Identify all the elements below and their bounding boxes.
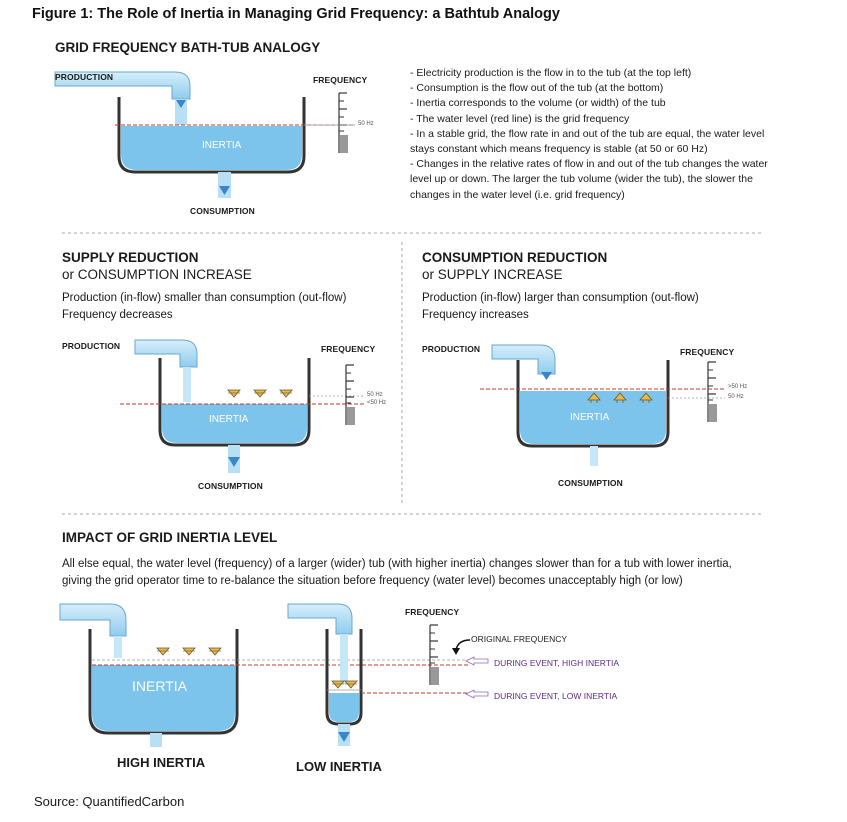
bullet-item: - Electricity production is the flow in … bbox=[410, 67, 692, 79]
high-inertia-label: HIGH INERTIA bbox=[117, 755, 206, 770]
impact-paragraph: All else equal, the water level (frequen… bbox=[62, 558, 732, 587]
hz-50-label: 50 Hz bbox=[728, 394, 744, 400]
low-inertia-diagram bbox=[287, 603, 470, 746]
frequency-label: FREQUENCY bbox=[680, 347, 735, 357]
frequency-label: FREQUENCY bbox=[321, 344, 376, 354]
hz-above-50-label: >50 Hz bbox=[728, 384, 748, 390]
section-title-consumption-reduction: CONSUMPTION REDUCTION bbox=[422, 250, 608, 265]
hz-50-label: 50 Hz bbox=[367, 392, 383, 398]
production-label: PRODUCTION bbox=[422, 344, 481, 354]
main-tub-diagram bbox=[54, 71, 355, 198]
consumption-reduction-effect: Frequency increases bbox=[422, 309, 529, 321]
supply-reduction-desc: Production (in-flow) smaller than consum… bbox=[62, 292, 347, 304]
consumption-label: CONSUMPTION bbox=[558, 478, 623, 488]
during-event-high-inertia-label: DURING EVENT, HIGH INERTIA bbox=[494, 658, 619, 668]
high-inertia-diagram bbox=[59, 603, 470, 747]
bullet-item: - In a stable grid, the flow rate in and… bbox=[410, 127, 765, 156]
bullet-item: - Consumption is the flow out of the tub… bbox=[410, 82, 664, 95]
production-label: PRODUCTION bbox=[62, 341, 121, 351]
inertia-label: INERTIA bbox=[570, 412, 610, 423]
impact-frequency-scale bbox=[429, 624, 489, 699]
supply-reduction-effect: Frequency decreases bbox=[62, 309, 173, 321]
during-event-low-inertia-label: DURING EVENT, LOW INERTIA bbox=[494, 691, 618, 701]
bullet-item: - Changes in the relative rates of flow … bbox=[410, 158, 768, 201]
bullet-item: - Inertia corresponds to the volume (or … bbox=[410, 97, 666, 110]
section-subtitle-supply-increase: or SUPPLY INCREASE bbox=[422, 267, 563, 282]
original-frequency-label: ORIGINAL FREQUENCY bbox=[471, 634, 568, 644]
bullet-item: - The water level (red line) is the grid… bbox=[410, 112, 630, 125]
low-inertia-label: LOW INERTIA bbox=[296, 759, 382, 774]
production-label: PRODUCTION bbox=[55, 72, 114, 82]
frequency-label: FREQUENCY bbox=[405, 607, 460, 617]
consumption-reduction-diagram bbox=[480, 344, 725, 466]
inertia-label: INERTIA bbox=[209, 414, 249, 425]
section-title-impact: IMPACT OF GRID INERTIA LEVEL bbox=[62, 530, 278, 545]
consumption-label: CONSUMPTION bbox=[198, 481, 263, 491]
section-title-bathtub: GRID FREQUENCY BATH-TUB ANALOGY bbox=[55, 40, 321, 55]
source-note: Source: QuantifiedCarbon bbox=[34, 794, 185, 809]
frequency-label: FREQUENCY bbox=[313, 75, 368, 85]
section-title-supply-reduction: SUPPLY REDUCTION bbox=[62, 250, 199, 265]
figure-title: Figure 1: The Role of Inertia in Managin… bbox=[32, 6, 560, 22]
hz-50-label: 50 Hz bbox=[358, 121, 374, 127]
supply-reduction-diagram bbox=[120, 339, 365, 473]
consumption-reduction-desc: Production (in-flow) larger than consump… bbox=[422, 292, 699, 304]
section-subtitle-consumption-increase: or CONSUMPTION INCREASE bbox=[62, 267, 252, 282]
analogy-bullets: - Electricity production is the flow in … bbox=[410, 66, 790, 203]
hz-below-50-label: <50 Hz bbox=[367, 400, 387, 406]
inertia-label: INERTIA bbox=[202, 140, 242, 151]
consumption-label: CONSUMPTION bbox=[190, 206, 255, 216]
inertia-label: INERTIA bbox=[132, 678, 187, 694]
